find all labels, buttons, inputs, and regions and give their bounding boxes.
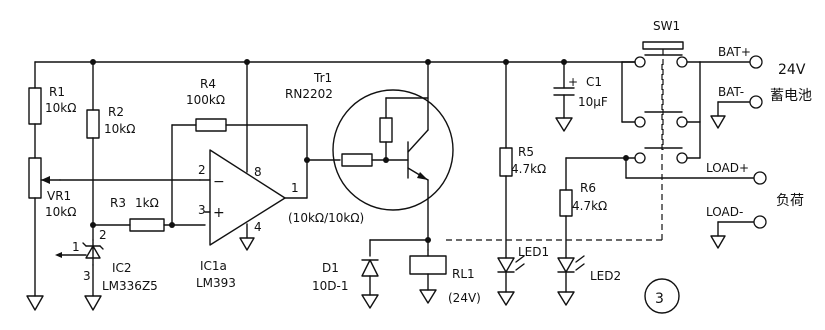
battery-voltage: 24V: [778, 62, 806, 78]
r5-value: 4.7kΩ: [511, 162, 546, 176]
ground-symbol-vr1: [26, 295, 44, 311]
ic1a-pin-vcc: 8: [254, 165, 262, 179]
ic1a-pin-noninv: 3: [198, 203, 206, 217]
c1-value: 10µF: [578, 95, 608, 109]
led2: LED2: [557, 255, 621, 306]
terminal-load-plus: LOAD+: [706, 161, 767, 185]
r3-value: 1kΩ: [135, 196, 159, 210]
terminal-bat-minus: BAT-: [710, 85, 763, 129]
comparator-ic1a: − + 2 3 8 4 1 IC1a LM393: [196, 59, 308, 290]
led1-ref: LED1: [518, 245, 549, 259]
zener-ic2: 1 2 3 IC2 LM336Z5: [55, 228, 158, 311]
r6-ref: R6: [580, 181, 596, 195]
vr1-value: 10kΩ: [45, 205, 76, 219]
resistor-r3: R3 1kΩ: [92, 196, 206, 232]
bat-plus-label: BAT+: [718, 45, 751, 59]
resistor-r6: R6 4.7kΩ: [559, 157, 627, 259]
c1-polarity: +: [568, 75, 578, 89]
ic1a-pin-out: 1: [291, 181, 299, 195]
vr1-ref: VR1: [47, 189, 71, 203]
r3-ref: R3: [110, 196, 126, 210]
battery-label: 蓄电池: [770, 88, 812, 104]
tr1-part: RN2202: [285, 87, 333, 101]
load-label: 负荷: [776, 193, 804, 209]
ic1a-minus: −: [213, 174, 225, 190]
figure-number: 3: [655, 291, 664, 307]
ic2-part: LM336Z5: [102, 279, 158, 293]
diode-d1: D1 10D-1: [312, 237, 431, 309]
d1-part: 10D-1: [312, 279, 348, 293]
tr1-ref: Tr1: [313, 71, 332, 85]
r6-value: 4.7kΩ: [572, 199, 607, 213]
terminal-bat-plus: BAT+: [699, 45, 763, 69]
resistor-r2: R2 10kΩ: [86, 59, 135, 226]
transistor-tr1: Tr1 RN2202 (10kΩ/10kΩ): [285, 59, 454, 251]
r5-ref: R5: [518, 145, 534, 159]
bat-minus-label: BAT-: [718, 85, 744, 99]
rl1-ref: RL1: [452, 267, 475, 281]
d1-ref: D1: [322, 261, 339, 275]
terminal-load-minus: LOAD-: [706, 205, 767, 249]
led2-ref: LED2: [590, 269, 621, 283]
supply-rail: [34, 61, 641, 89]
potentiometer-vr1: VR1 10kΩ: [28, 157, 201, 297]
ic2-pin1: 1: [72, 240, 80, 254]
rl1-value: (24V): [448, 291, 481, 305]
ic2-ref: IC2: [112, 261, 132, 275]
c1-ref: C1: [586, 75, 602, 89]
relay-coil-rl1: RL1 (24V): [409, 249, 481, 305]
r4-value: 100kΩ: [186, 93, 225, 107]
resistor-r5: R5 4.7kΩ: [499, 59, 546, 259]
led1: LED1: [497, 245, 549, 306]
relay-linkage: [446, 60, 663, 241]
switch-sw1: SW1: [621, 19, 761, 179]
r1-value: 10kΩ: [45, 101, 76, 115]
sw1-ref: SW1: [653, 19, 680, 33]
capacitor-c1: + C1 10µF: [553, 59, 608, 132]
ic1a-plus: +: [213, 205, 225, 221]
r4-ref: R4: [200, 77, 216, 91]
ic1a-pin-gnd: 4: [254, 220, 262, 234]
ic1a-part: LM393: [196, 276, 236, 290]
ic1a-pin-inv: 2: [198, 163, 206, 177]
r2-value: 10kΩ: [104, 122, 135, 136]
ic2-pin2: 2: [99, 228, 107, 242]
tr1-note: (10kΩ/10kΩ): [288, 211, 364, 225]
r1-ref: R1: [49, 85, 65, 99]
ic1a-ref: IC1a: [200, 259, 227, 273]
figure-number-badge: 3: [644, 278, 680, 314]
load-minus-label: LOAD-: [706, 205, 743, 219]
load-plus-label: LOAD+: [706, 161, 749, 175]
ic2-pin3: 3: [83, 269, 91, 283]
resistor-r1: R1 10kΩ: [28, 85, 76, 159]
r2-ref: R2: [108, 105, 124, 119]
